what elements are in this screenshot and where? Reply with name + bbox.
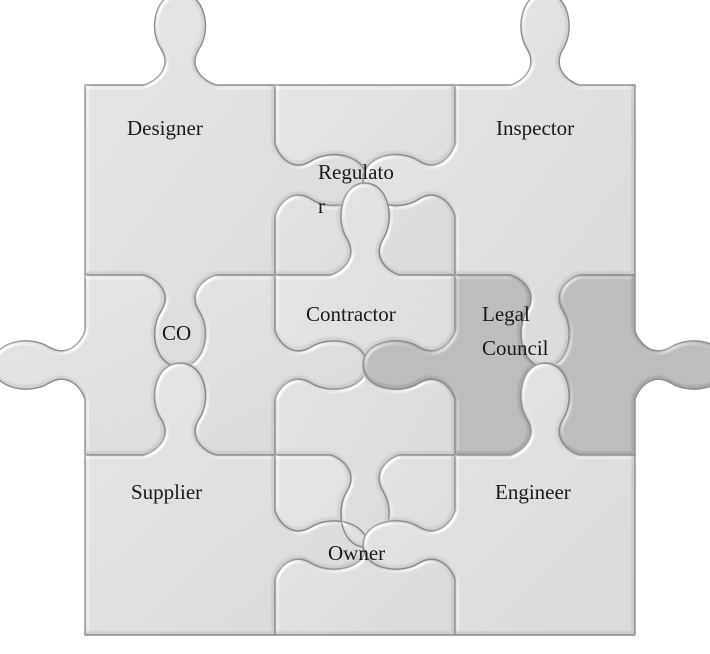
piece-label-designer: Designer [127, 116, 203, 140]
piece-label-regulator: Regulato r [318, 160, 394, 218]
piece-label-engineer: Engineer [495, 480, 571, 504]
piece-label-legal: Legal Council [482, 302, 549, 360]
puzzle-pieces [0, 0, 710, 636]
piece-label-contractor: Contractor [306, 302, 396, 326]
piece-label-co: CO [162, 321, 192, 345]
puzzle-piece-engineer [362, 362, 636, 636]
piece-label-supplier: Supplier [131, 480, 203, 504]
piece-label-owner: Owner [328, 541, 386, 565]
piece-label-inspector: Inspector [496, 116, 575, 140]
